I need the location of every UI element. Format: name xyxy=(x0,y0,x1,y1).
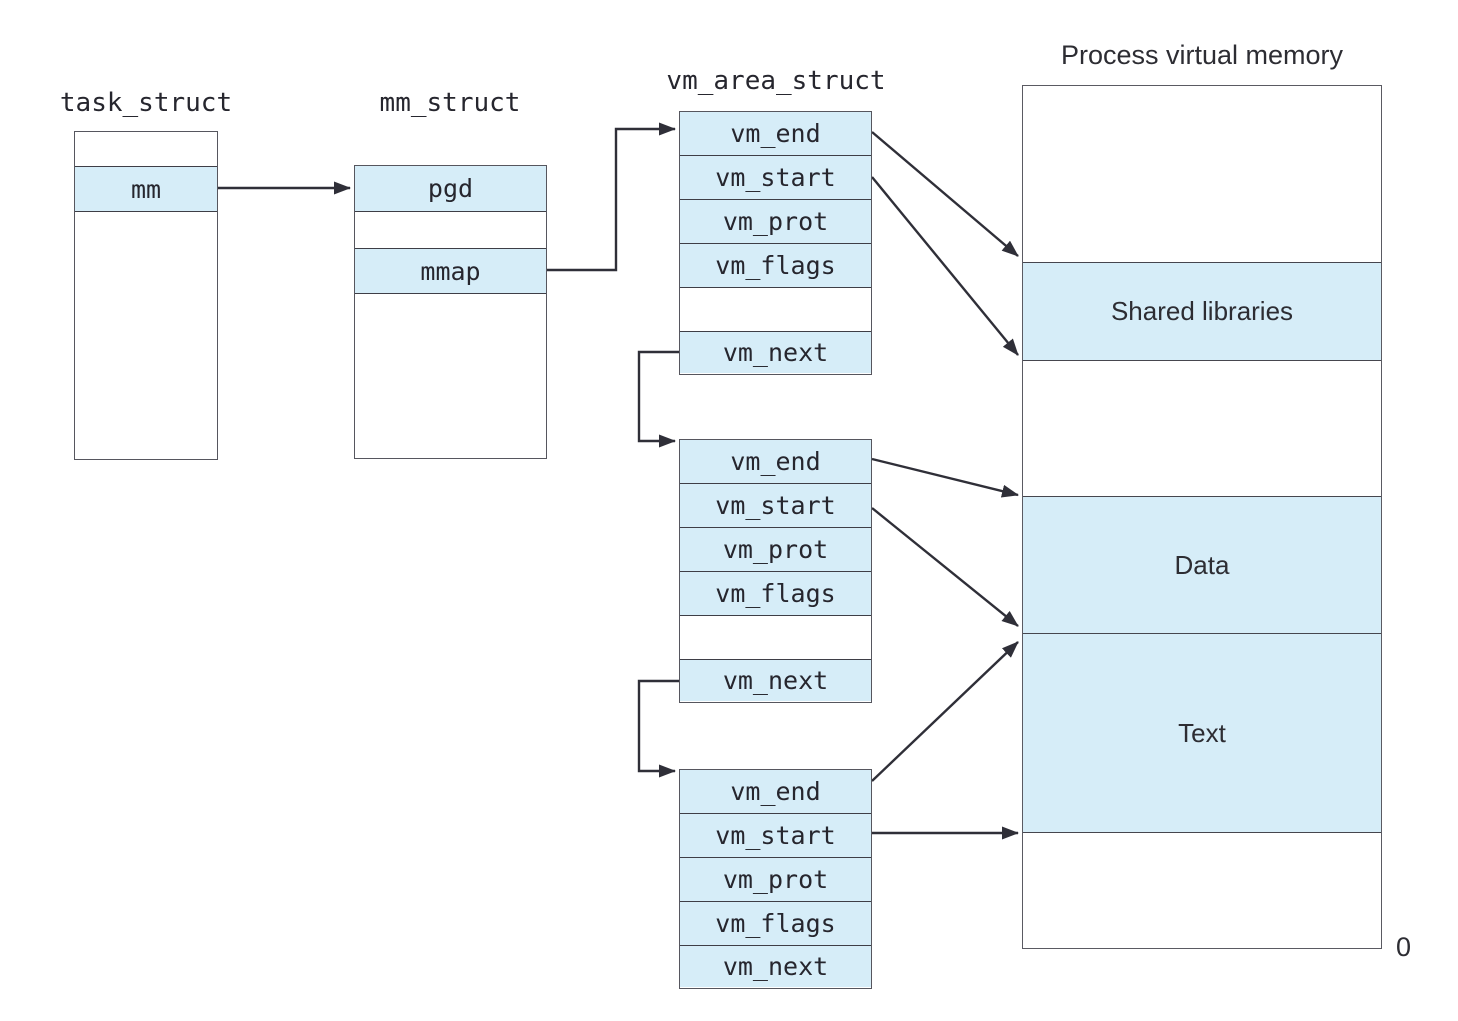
arrow-vm-next-2-to-vm-area-3-icon xyxy=(637,679,679,778)
field-vm-end: vm_end xyxy=(680,112,871,156)
arrow-vm-end-1-to-shared-top-icon xyxy=(871,131,1019,257)
memory-segment-top xyxy=(1023,86,1381,263)
task-struct-title: task_struct xyxy=(59,88,233,118)
vm-area-struct-2-box: vm_end vm_start vm_prot vm_flags vm_next xyxy=(679,439,872,703)
mm-struct-title: mm_struct xyxy=(379,88,521,118)
arrow-vm-end-3-to-text-top-icon xyxy=(871,641,1019,782)
vm-area-empty-row xyxy=(680,616,871,660)
task-struct-empty-row xyxy=(75,132,217,167)
field-pgd: pgd xyxy=(355,166,546,212)
field-vm-next: vm_next xyxy=(680,660,871,701)
field-vm-prot: vm_prot xyxy=(680,200,871,244)
mm-struct-box: pgd mmap xyxy=(354,165,547,459)
field-mm: mm xyxy=(75,167,217,212)
process-virtual-memory-box: Shared libraries Data Text xyxy=(1022,85,1382,949)
vm-area-empty-row xyxy=(680,288,871,332)
field-vm-start: vm_start xyxy=(680,484,871,528)
field-vm-flags: vm_flags xyxy=(680,244,871,288)
field-vm-flags: vm_flags xyxy=(680,572,871,616)
vm-area-struct-title: vm_area_struct xyxy=(666,66,886,96)
memory-segment-bottom xyxy=(1023,833,1381,948)
memory-segment-shared-libraries: Shared libraries xyxy=(1023,263,1381,361)
process-virtual-memory-title: Process virtual memory xyxy=(1060,40,1344,70)
field-vm-start: vm_start xyxy=(680,156,871,200)
arrow-vm-end-2-to-data-top-icon xyxy=(871,457,1019,498)
field-vm-prot: vm_prot xyxy=(680,858,871,902)
field-vm-next: vm_next xyxy=(680,332,871,373)
vm-area-struct-1-box: vm_end vm_start vm_prot vm_flags vm_next xyxy=(679,111,872,375)
field-vm-end: vm_end xyxy=(680,440,871,484)
field-vm-start: vm_start xyxy=(680,814,871,858)
arrow-mmap-to-vm-area-1-icon xyxy=(547,122,676,272)
arrow-vm-next-1-to-vm-area-2-icon xyxy=(637,350,679,448)
field-vm-end: vm_end xyxy=(680,770,871,814)
field-vm-flags: vm_flags xyxy=(680,902,871,946)
task-struct-body xyxy=(75,212,217,459)
field-vm-next: vm_next xyxy=(680,946,871,987)
arrow-vm-start-1-to-shared-bottom-icon xyxy=(871,176,1019,356)
memory-segment-data: Data xyxy=(1023,497,1381,634)
memory-origin-label: 0 xyxy=(1396,932,1412,962)
vm-area-struct-3-box: vm_end vm_start vm_prot vm_flags vm_next xyxy=(679,769,872,989)
field-mmap: mmap xyxy=(355,249,546,294)
mm-struct-empty-row xyxy=(355,212,546,249)
field-vm-prot: vm_prot xyxy=(680,528,871,572)
memory-segment-text: Text xyxy=(1023,634,1381,833)
task-struct-box: mm xyxy=(74,131,218,460)
memory-segment-gap xyxy=(1023,361,1381,497)
arrow-vm-start-2-to-data-bottom-icon xyxy=(871,507,1019,627)
mm-struct-body xyxy=(355,294,546,458)
